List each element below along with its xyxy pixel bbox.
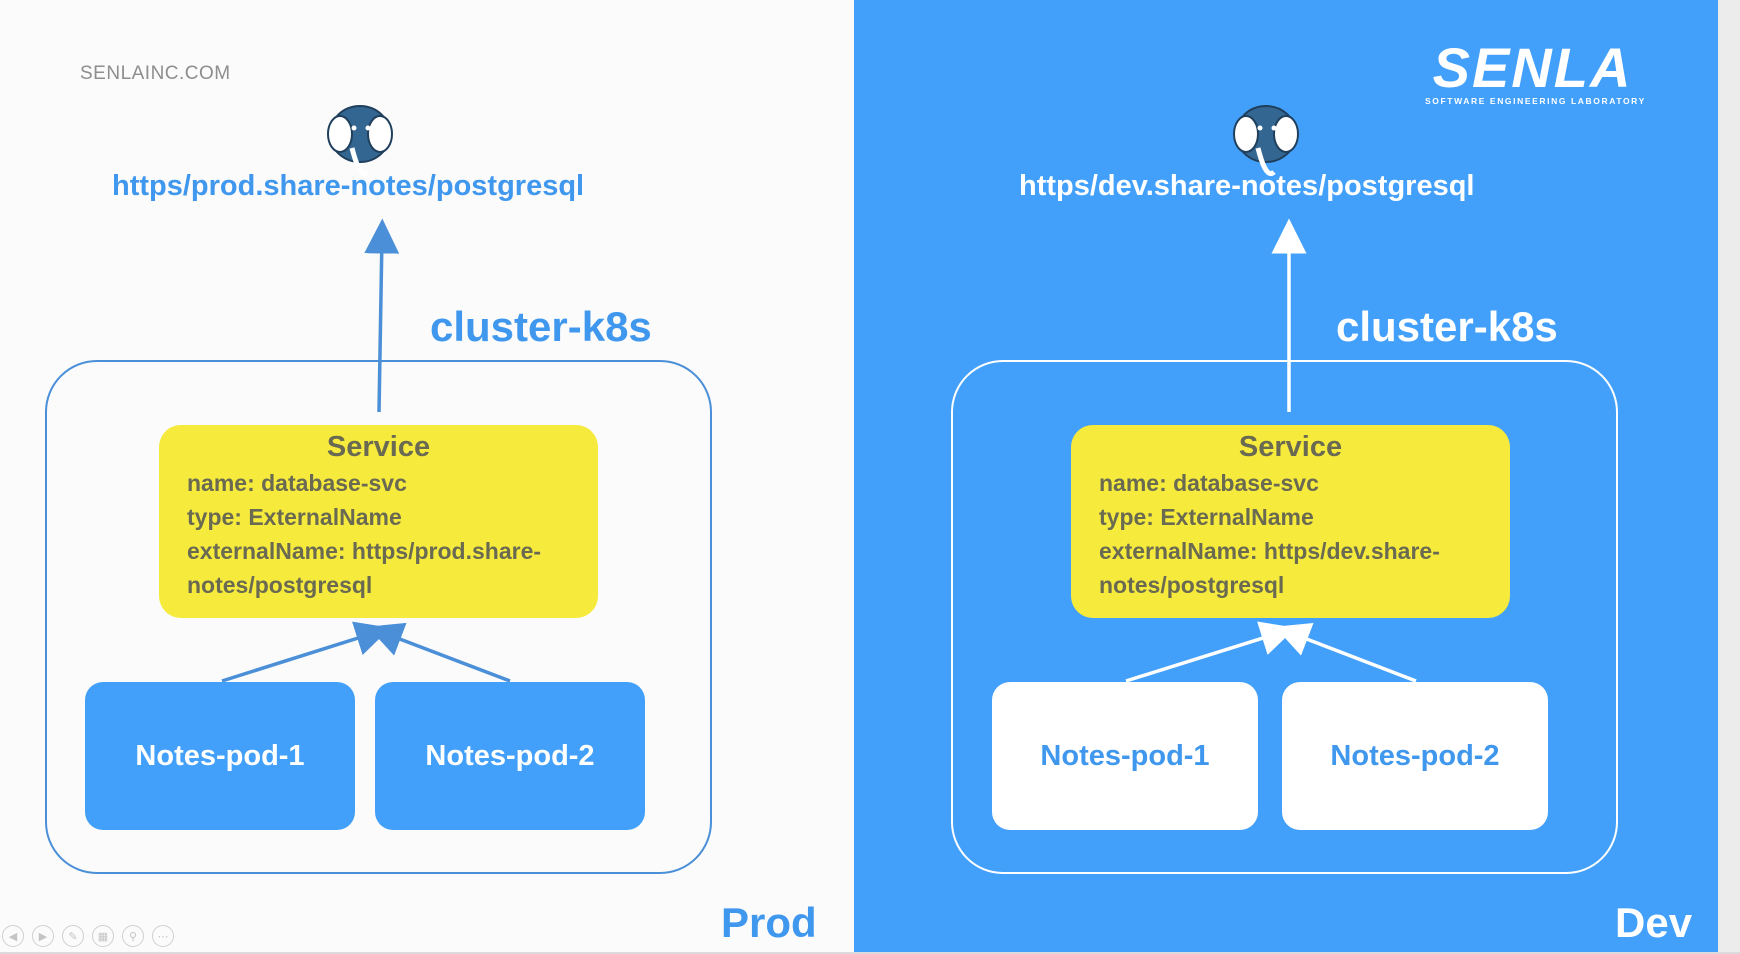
prod-postgresql-icon <box>327 105 393 176</box>
senla-logo: SENLA SOFTWARE ENGINEERING LABORATORY <box>1425 36 1646 107</box>
next-icon[interactable]: ▶ <box>32 925 54 947</box>
prod-pod2-to-service-arrow <box>367 622 511 683</box>
prod-pod-1: Notes-pod-1 <box>85 682 355 830</box>
dev-service-box: Service name: database-svc type: Externa… <box>1071 425 1510 618</box>
prod-pod-2: Notes-pod-2 <box>375 682 645 830</box>
service-external-name-cont: notes/postgresql <box>187 572 373 598</box>
service-title: Service <box>1238 431 1343 463</box>
dev-pod2-to-service-arrow <box>1274 622 1417 683</box>
dev-db-url: https/dev.share-notes/postgresql <box>1019 170 1475 202</box>
prod-pod1-to-service-arrow <box>221 621 391 683</box>
more-icon[interactable]: ⋯ <box>152 925 174 947</box>
prod-cluster-box <box>45 360 712 874</box>
service-title: Service <box>326 431 431 463</box>
service-type: type: ExternalName <box>187 504 402 530</box>
site-label[interactable]: SENLAINC.COM <box>80 63 231 84</box>
logo-word: SENLA <box>1432 36 1633 99</box>
prod-service-to-db-arrow <box>364 218 400 413</box>
service-name: name: database-svc <box>187 470 407 496</box>
dev-cluster-label: cluster-k8s <box>1336 303 1558 350</box>
prod-cluster-label: cluster-k8s <box>430 303 652 350</box>
dev-pod-1: Notes-pod-1 <box>992 682 1258 830</box>
dev-env-label: Dev <box>1615 899 1693 946</box>
service-name: name: database-svc <box>1099 470 1319 496</box>
dev-postgresql-icon <box>1233 105 1299 176</box>
dev-pod1-to-service-arrow <box>1125 621 1296 683</box>
service-external-name-cont: notes/postgresql <box>1099 572 1285 598</box>
bottom-strip <box>0 952 1740 954</box>
prod-db-url: https/prod.share-notes/postgresql <box>112 170 585 202</box>
service-type: type: ExternalName <box>1099 504 1314 530</box>
zoom-icon[interactable]: ⚲ <box>122 925 144 947</box>
logo-tagline: SOFTWARE ENGINEERING LABORATORY <box>1425 96 1646 106</box>
service-external-name: externalName: https/dev.share- <box>1099 538 1440 564</box>
prod-service-box: Service name: database-svc type: Externa… <box>159 425 598 618</box>
service-external-name: externalName: https/prod.share- <box>187 538 542 564</box>
dev-cluster-box <box>951 360 1618 874</box>
prod-env-label: Prod <box>721 899 817 946</box>
dev-pod-2: Notes-pod-2 <box>1282 682 1548 830</box>
grid-icon[interactable]: ▦ <box>92 925 114 947</box>
prev-icon[interactable]: ◀ <box>2 925 24 947</box>
pen-icon[interactable]: ✎ <box>62 925 84 947</box>
window-edge <box>1718 0 1740 954</box>
slide-controls: ◀ ▶ ✎ ▦ ⚲ ⋯ <box>2 925 174 947</box>
